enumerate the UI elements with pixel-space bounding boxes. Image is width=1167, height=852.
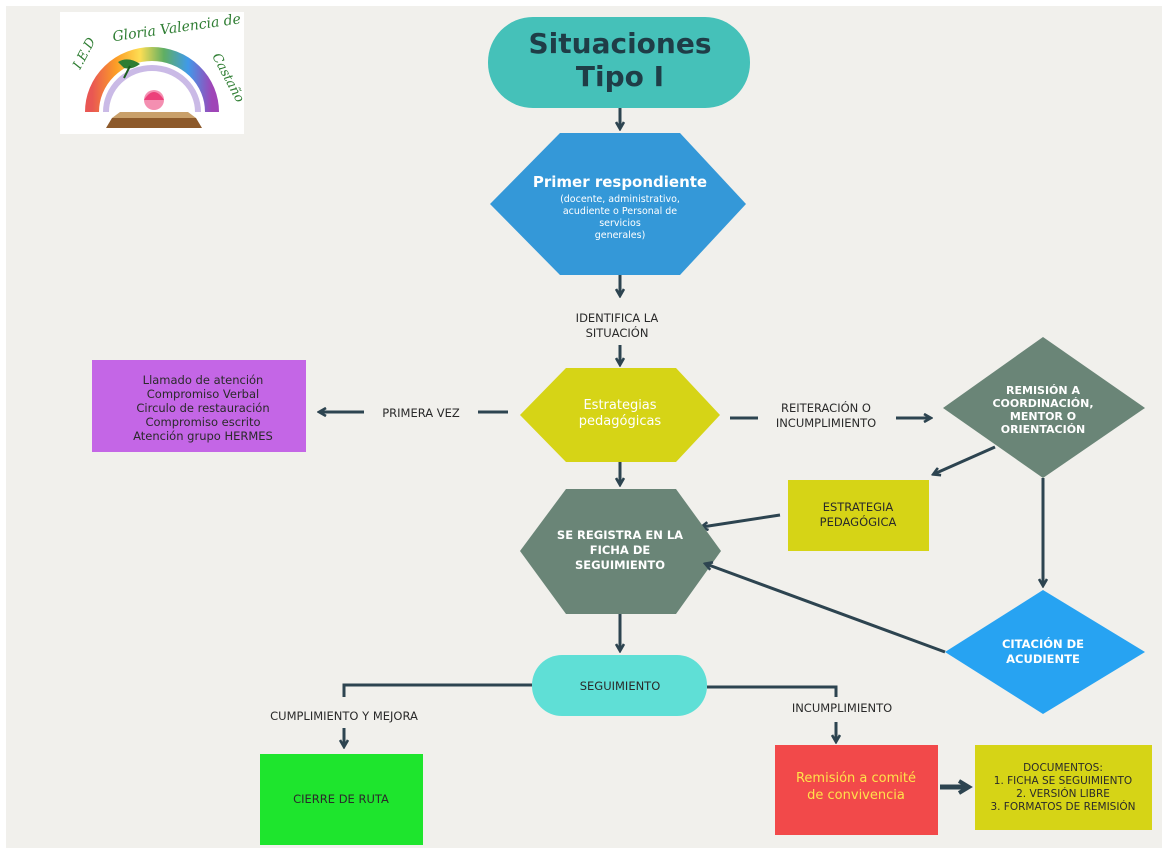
strategy-box-line-2: PEDAGÓGICA [820, 514, 897, 529]
first-responder-title: Primer respondiente [533, 173, 707, 191]
follow-up-node [532, 655, 707, 716]
first-responder-detail-4: generales) [595, 230, 646, 241]
identify-label-line-2: SITUACIÓN [586, 325, 649, 340]
route-closure-label: CIERRE DE RUTA [293, 792, 389, 806]
first-time-label: PRIMERA VEZ [382, 406, 460, 420]
documents-line-2: 1. FICHA SE SEGUIMIENTO [994, 775, 1132, 787]
register-line-3: SEGUIMIENTO [575, 558, 665, 572]
referral-line-2: COORDINACIÓN, [992, 397, 1093, 410]
first-responder-node [490, 133, 746, 275]
connector-follow-up-right [707, 685, 838, 697]
documents-box [975, 745, 1152, 830]
strategy-box-line-1: ESTRATEGIA [823, 500, 894, 514]
register-line-2: FICHA DE [590, 543, 651, 557]
measures-box [92, 360, 306, 452]
documents-line-1: DOCUMENTOS: [1023, 762, 1103, 774]
title-line-2: Tipo I [576, 60, 664, 93]
register-line-1: SE REGISTRA EN LA [557, 528, 683, 542]
measure-item-1: Llamado de atención [143, 373, 264, 387]
repeat-label-line-2: INCUMPLIMIENTO [776, 416, 876, 430]
school-logo: I.E.D Gloria Valencia de Castaño [60, 11, 247, 134]
committee-line-2: de convivencia [807, 788, 905, 803]
documents-line-3: 2. VERSIÓN LIBRE [1016, 787, 1110, 800]
arrow-summons-to-register [706, 564, 946, 654]
measure-item-5: Atención grupo HERMES [133, 429, 273, 443]
guardian-summons-node [945, 590, 1145, 714]
route-closure-box [260, 754, 423, 845]
pedagogical-strategy-box [788, 480, 929, 551]
first-responder-detail-3: servicios [599, 218, 641, 229]
repeat-label-line-1: REITERACIÓN O [781, 400, 871, 415]
referral-coordination-node [943, 337, 1145, 478]
summons-line-1: CITACIÓN DE [1002, 636, 1084, 651]
pedagogical-strategies-line-1: Estrategias [583, 398, 656, 413]
noncompliance-label: INCUMPLIMIENTO [792, 701, 892, 715]
first-responder-detail-2: acudiente o Personal de [563, 206, 677, 217]
referral-line-1: REMISIÓN A [1006, 384, 1080, 397]
identify-label-line-1: IDENTIFICA LA [576, 311, 659, 325]
committee-referral-box [775, 745, 938, 835]
measure-item-3: Circulo de restauración [136, 401, 269, 415]
compliance-label: CUMPLIMIENTO Y MEJORA [270, 709, 418, 723]
title-line-1: Situaciones [529, 27, 712, 60]
connector-follow-up-left [342, 683, 532, 697]
referral-line-4: ORIENTACIÓN [1001, 423, 1086, 436]
register-node [520, 489, 721, 614]
measure-item-2: Compromiso Verbal [147, 387, 259, 401]
first-responder-detail-1: (docente, administrativo, [560, 194, 680, 205]
documents-line-4: 3. FORMATOS DE REMISIÓN [990, 800, 1135, 813]
arrow-referral-to-strategy [934, 445, 996, 474]
referral-line-3: MENTOR O [1010, 410, 1076, 423]
follow-up-label: SEGUIMIENTO [580, 679, 661, 693]
summons-line-2: ACUDIENTE [1006, 652, 1080, 666]
title-node [488, 17, 750, 108]
arrow-strategy-to-register [702, 513, 781, 527]
measure-item-4: Compromiso escrito [145, 415, 260, 429]
pedagogical-strategies-node [520, 368, 720, 462]
pedagogical-strategies-line-2: pedagógicas [579, 414, 662, 429]
committee-line-1: Remisión a comité [796, 771, 916, 786]
